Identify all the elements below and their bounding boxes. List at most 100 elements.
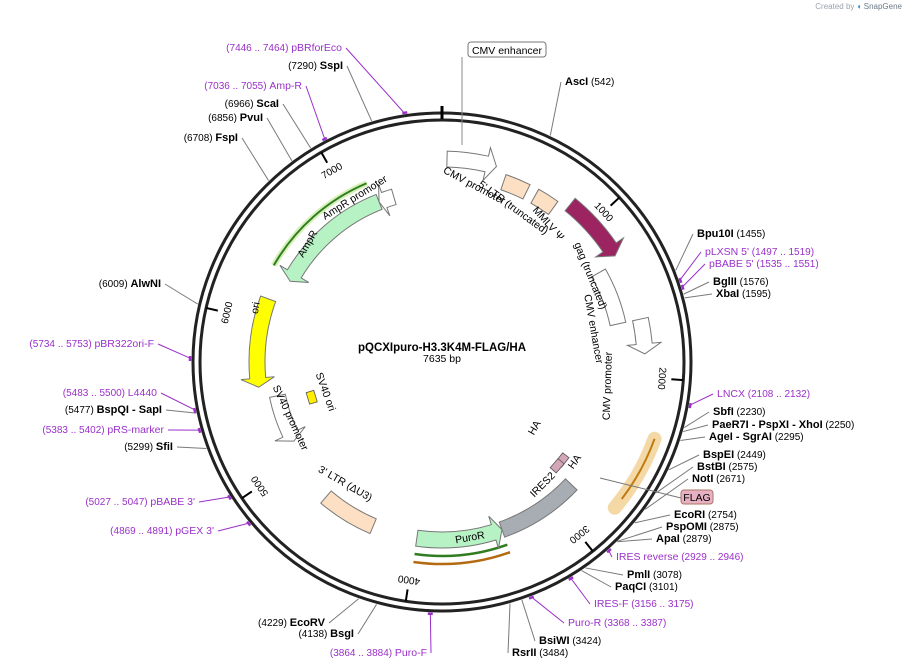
l4440-primer-leader xyxy=(160,392,196,411)
tick-mark xyxy=(584,541,594,552)
scai-site-leader xyxy=(282,103,312,149)
plxsn-5-primer-label: pLXSN 5' (1497 .. 1519) xyxy=(705,246,814,258)
xbai-site-label: XbaI (1595) xyxy=(716,288,771,300)
tick-label: 7000 xyxy=(320,161,345,182)
ha-feature xyxy=(549,458,565,474)
tick-label: 4000 xyxy=(397,572,421,586)
lncx-primer-label: LNCX (2108 .. 2132) xyxy=(717,388,810,400)
puro-f-primer-leader xyxy=(429,612,432,654)
tick-label: 2000 xyxy=(655,367,668,390)
amp-r-primer-leader xyxy=(305,85,326,141)
plasmid-name: pQCXIpuro-H3.3K4M-FLAG/HA xyxy=(358,342,526,354)
fspi-site-label: (6708) FspI xyxy=(184,132,238,144)
ires2-feature xyxy=(498,478,578,538)
ires-f-primer-label: IRES-F (3156 .. 3175) xyxy=(594,598,693,610)
plasmid-size: 7635 bp xyxy=(423,353,461,365)
ires-f-primer-bar xyxy=(568,576,574,581)
bsiwi-site-leader xyxy=(521,599,536,642)
paer7i-pspxi-xhoi-site-leader xyxy=(683,424,709,433)
snapgene-logo-icon: ◖ xyxy=(856,2,862,11)
tick-mark xyxy=(205,306,219,312)
bsgi-site-label: (4138) BsgI xyxy=(298,628,354,640)
tick-label: 6000 xyxy=(220,300,236,325)
pbabe-3-primer-label: (5027 .. 5047) pBABE 3' xyxy=(85,496,195,508)
cmv-promoter-feature xyxy=(625,316,663,355)
asci-site-label: AscI (542) xyxy=(565,76,614,88)
cmv-enhancer-feature xyxy=(590,268,627,327)
agei-sgrai-site-leader xyxy=(680,436,706,441)
l4440-primer-bar xyxy=(193,407,197,414)
flag-leader-line xyxy=(599,477,682,499)
mmlv-feature xyxy=(530,188,559,216)
bglii-site-label: BglII (1576) xyxy=(713,276,769,288)
ecori-site-leader xyxy=(634,514,671,524)
tick-mark xyxy=(671,378,684,382)
pgex-3-primer-label: (4869 .. 4891) pGEX 3' xyxy=(110,525,214,537)
fspi-site-leader xyxy=(241,137,269,181)
3-ltr-u3-feature xyxy=(320,490,377,535)
pgex-3-primer-bar xyxy=(246,520,252,527)
paer7i-pspxi-xhoi-site-label: PaeR7I - PspXI - XhoI (2250) xyxy=(712,419,854,431)
credit-prefix: Created by xyxy=(815,2,855,11)
ecorv-site-label: (4229) EcoRV xyxy=(258,617,326,629)
pspomi-site-label: PspOMI (2875) xyxy=(666,521,739,533)
sspi-site-label: (7290) SspI xyxy=(288,60,343,72)
backbone-layer xyxy=(191,106,693,613)
amp-r-primer-label: (7036 .. 7055) Amp-R xyxy=(204,80,302,92)
paqci-site-label: PaqCI (3101) xyxy=(615,581,678,593)
ecorv-site-leader xyxy=(328,598,359,624)
scai-site-label: (6966) ScaI xyxy=(225,98,279,110)
h3-3k4m-feature xyxy=(620,438,656,500)
ires-f-primer-leader xyxy=(569,577,591,605)
ha-label: HA xyxy=(566,452,584,471)
credit-brand: SnapGene xyxy=(863,2,902,11)
backbone-inner-ring xyxy=(198,118,686,606)
plxsn-5-primer-bar xyxy=(678,277,683,284)
sspi-site-leader xyxy=(346,65,373,122)
pspomi-site-leader xyxy=(617,526,663,542)
ori-label: ori xyxy=(249,301,263,315)
puror-primer-bar xyxy=(413,551,511,566)
sfii-site-leader xyxy=(176,446,207,449)
sv40-ori-label: SV40 ori xyxy=(313,371,338,413)
puro-r-primer-label: Puro-R (3368 .. 3387) xyxy=(568,617,666,629)
pbrforeco-primer-leader xyxy=(345,47,406,115)
flag-tag-label: FLAG xyxy=(683,492,710,504)
lncx-primer-leader xyxy=(689,393,714,406)
pbabe-5-primer-leader xyxy=(681,263,706,288)
snapgene-credit: Created by ◖ SnapGene xyxy=(815,2,902,11)
apai-site-leader xyxy=(617,538,653,543)
5-ltr-truncated-feature xyxy=(500,173,531,200)
tick-mark xyxy=(241,490,253,500)
cmv-promoter-label: CMV promoter xyxy=(601,351,615,420)
bspei-site-label: BspEI (2449) xyxy=(703,449,766,461)
lncx-primer-bar xyxy=(688,402,692,409)
puro-r-primer-bar xyxy=(528,595,535,600)
bsiwi-site-label: BsiWI (3424) xyxy=(539,635,601,647)
tick-mark xyxy=(404,589,409,602)
puro-f-primer-label: (3864 .. 3884) Puro-F xyxy=(330,647,427,659)
pvui-site-leader xyxy=(266,117,293,162)
pbr322ori-f-primer-label: (5734 .. 5753) pBR322ori-F xyxy=(29,338,154,350)
alwni-site-label: (6009) AlwNI xyxy=(99,278,161,290)
pbabe-3-primer-bar xyxy=(227,494,232,501)
pbabe-5-primer-label: pBABE 5' (1535 .. 1551) xyxy=(709,258,819,270)
rsrii-site-leader xyxy=(507,603,511,654)
pbr322ori-f-primer-leader xyxy=(157,343,192,359)
bpu10i-site-leader xyxy=(675,233,694,271)
xbai-site-leader xyxy=(684,293,713,299)
puror-label: PuroR xyxy=(454,529,486,546)
tick-label: 5000 xyxy=(249,473,271,498)
cmv-enhancer-top-label: CMV enhancer xyxy=(472,45,543,57)
noti-site-leader xyxy=(644,478,689,510)
pbabe-3-primer-leader xyxy=(198,496,231,503)
ampr-promoter-feature xyxy=(378,184,397,217)
bspei-site-leader xyxy=(668,454,700,471)
tick-mark xyxy=(320,151,329,164)
h3-3k4m-highlight xyxy=(607,431,662,515)
sv40-promoter-feature xyxy=(269,393,306,442)
cmv-enhancer-label-box xyxy=(467,41,547,58)
tick-mark xyxy=(609,196,621,207)
cmv-promoter-feature xyxy=(446,145,498,183)
